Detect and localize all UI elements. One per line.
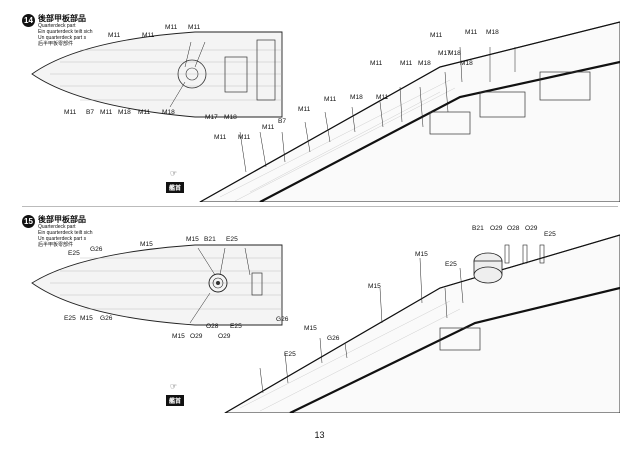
part-callout: M15: [415, 251, 428, 258]
step-subtitle-zh: 后半甲板零部件: [38, 41, 74, 47]
part-callout: M11: [465, 29, 478, 36]
hand-pointer-icon: ☞: [170, 382, 178, 391]
part-callout: M15: [186, 236, 199, 243]
part-callout: O29: [525, 225, 538, 232]
section-divider: [22, 206, 618, 207]
part-callout: O29: [190, 333, 203, 340]
part-callout: M18: [460, 60, 473, 67]
part-callout: M11: [430, 32, 443, 39]
part-callout: M17: [438, 50, 451, 57]
step-number-badge: 14: [22, 14, 35, 27]
part-callout: M18: [418, 60, 431, 67]
step-subtitle-en: Quarterdeck part: [38, 23, 76, 29]
bow-direction-label: 艦首: [166, 182, 185, 193]
part-callout: M18: [224, 114, 237, 121]
part-callout: M11: [108, 32, 121, 39]
part-callout: E25: [64, 315, 76, 322]
part-callout: M15: [304, 325, 317, 332]
part-callout: E25: [230, 323, 242, 330]
step-subtitle-fr: Un quarterdeck part s: [38, 35, 87, 41]
part-callout: M11: [298, 106, 311, 113]
page-number: 13: [314, 430, 325, 440]
part-callout: O29: [218, 333, 231, 340]
part-callout: M18: [350, 94, 363, 101]
quarterdeck-drawing-15: [31, 234, 620, 413]
part-callout: M11: [324, 96, 337, 103]
part-callout: M15: [368, 283, 381, 290]
part-callout: M11: [400, 60, 413, 67]
step-subtitle-zh: 后半甲板零部件: [38, 242, 74, 248]
part-callout: M11: [238, 134, 251, 141]
part-callout: G26: [327, 335, 340, 342]
part-callout: B21: [472, 225, 484, 232]
part-callout: E25: [544, 231, 556, 238]
step-title: 後部甲板部品: [38, 215, 86, 224]
part-callout: M18: [448, 50, 461, 57]
part-callout: M15: [140, 241, 153, 248]
part-callout: M11: [142, 32, 155, 39]
part-callout: M11: [165, 24, 178, 31]
step-title: 後部甲板部品: [38, 14, 86, 23]
hand-pointer-icon: ☞: [170, 169, 178, 178]
part-callout: M15: [80, 315, 93, 322]
part-callout: O29: [490, 225, 503, 232]
step-15-panel: 15 後部甲板部品 Quarterdeck part Ein quarterde…: [20, 213, 620, 413]
quarterdeck-drawing-14: [31, 21, 620, 202]
part-callout: E25: [68, 250, 80, 257]
part-callout: E25: [226, 236, 238, 243]
part-callout: M11: [262, 124, 275, 131]
part-callout: G26: [90, 246, 103, 253]
bow-direction-label: 艦首: [166, 395, 185, 406]
part-callout: G26: [276, 316, 289, 323]
step-subtitle-fr: Un quarterdeck part s: [38, 236, 87, 242]
part-callout: M11: [188, 24, 201, 31]
part-callout: B7: [86, 109, 95, 116]
part-callout: M15: [172, 333, 185, 340]
part-callout: M18: [118, 109, 131, 116]
part-callout: M18: [162, 109, 175, 116]
part-callout: E25: [284, 351, 296, 358]
part-callout: M18: [486, 29, 499, 36]
part-callout: B7: [278, 118, 287, 125]
part-callout: O28: [206, 323, 219, 330]
part-callout: E25: [445, 261, 457, 268]
step-number-badge: 15: [22, 215, 35, 228]
part-callout: B21: [204, 236, 216, 243]
part-callout: M11: [138, 109, 151, 116]
step-subtitle-de: Ein quarterdeck teilt sich: [38, 29, 93, 35]
part-callout: M11: [64, 109, 77, 116]
part-callout: M11: [214, 134, 227, 141]
step-subtitle-de: Ein quarterdeck teilt sich: [38, 230, 93, 236]
part-callout: M11: [370, 60, 383, 67]
part-callout: M17: [205, 114, 218, 121]
part-callout: O28: [507, 225, 520, 232]
part-callout: M11: [376, 94, 389, 101]
step-14-panel: 14 後部甲板部品 Quarterdeck part Ein quarterde…: [20, 12, 620, 202]
step-subtitle-en: Quarterdeck part: [38, 224, 76, 230]
part-callout: G26: [100, 315, 113, 322]
part-callout: M11: [100, 109, 113, 116]
